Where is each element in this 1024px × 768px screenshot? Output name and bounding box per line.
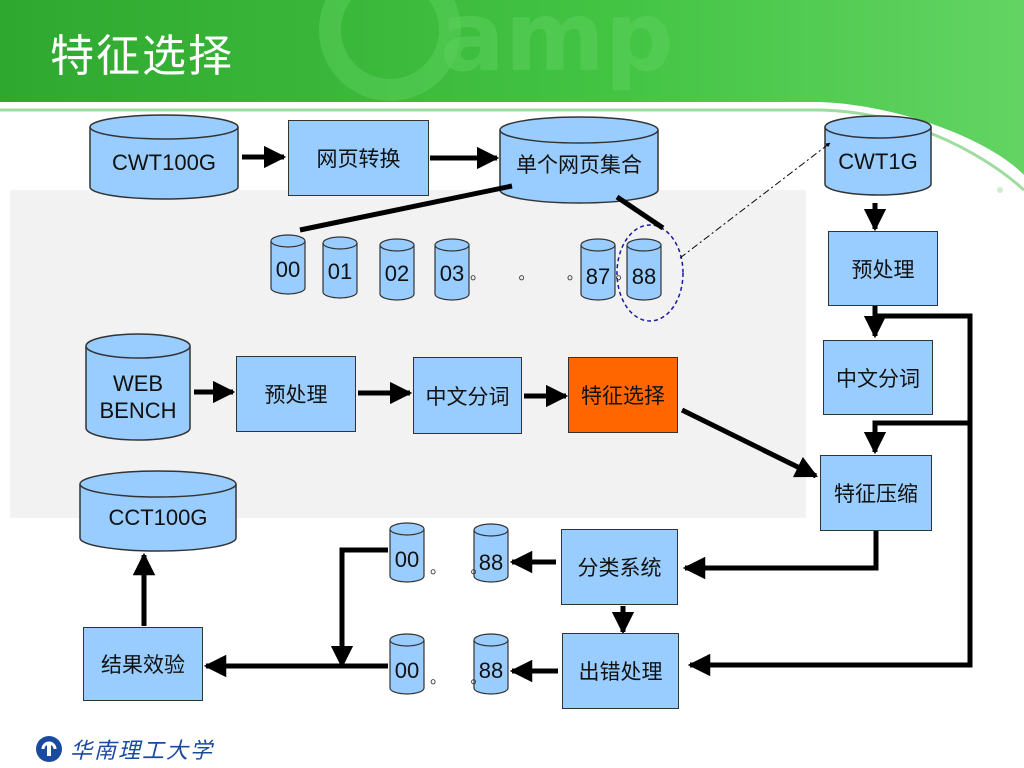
- single-page-set-cylinder: [499, 116, 659, 204]
- page-cylinder-label: 00: [275, 256, 301, 282]
- page-cylinder-label: 87: [585, 263, 611, 289]
- cwt1g-label: CWT1G: [838, 148, 918, 174]
- university-emblem-icon: [36, 736, 62, 762]
- header-banner: amp: [0, 0, 1024, 193]
- page-cylinder-label: 01: [327, 258, 353, 284]
- cct100g-cylinder: [79, 470, 237, 552]
- error-cylinder-label: 00: [394, 657, 420, 683]
- small-cylinders-classify: [389, 522, 509, 583]
- ellipsis-dots: 。 。: [430, 670, 497, 687]
- single-page-set-label: 单个网页集合: [516, 153, 642, 178]
- error-handle-box: 出错处理: [562, 633, 679, 709]
- result-verify-box: 结果效验: [83, 627, 203, 701]
- ellipsis-dots: 。 。 。 。: [470, 266, 646, 283]
- svg-text:amp: amp: [440, 0, 674, 93]
- cwt1g-cylinder: [824, 115, 932, 196]
- cwt100g-label: CWT100G: [112, 149, 216, 175]
- error-cylinder-label: 88: [478, 657, 504, 683]
- preprocess-box-right: 预处理: [828, 231, 938, 306]
- selection-ellipse: [616, 224, 684, 322]
- web-convert-box: 网页转换: [288, 120, 429, 196]
- cwt100g-cylinder: [89, 114, 239, 200]
- classify-cylinder-label: 00: [394, 546, 420, 572]
- webbench-label-line1: WEB: [112, 370, 164, 396]
- page-cylinder-label: 88: [631, 263, 657, 289]
- connectors: [132, 145, 973, 683]
- page-title: 特征选择: [50, 31, 234, 82]
- segment-box-left: 中文分词: [413, 357, 522, 434]
- small-cylinders-pages: [270, 234, 662, 301]
- classify-cylinder-label: 88: [478, 549, 504, 575]
- university-name: 华南理工大学: [70, 739, 215, 764]
- webbench-cylinder: [85, 333, 191, 441]
- segment-box-right: 中文分词: [823, 340, 933, 415]
- ellipsis-dots: 。 。: [430, 560, 497, 577]
- page-cylinder-label: 03: [439, 260, 465, 286]
- webbench-label-line2: BENCH: [99, 397, 177, 423]
- classify-box: 分类系统: [561, 529, 678, 605]
- page-cylinder-label: 02: [384, 260, 410, 286]
- cct100g-label: CCT100G: [108, 504, 208, 530]
- footer-logo: 华南理工大学: [34, 732, 214, 766]
- preprocess-box-left: 预处理: [236, 356, 356, 432]
- feature-compress-box: 特征压缩: [820, 455, 932, 531]
- dashdot-link: [679, 142, 831, 259]
- small-cylinders-error: [389, 633, 509, 695]
- feature-select-box: 特征选择: [568, 357, 678, 433]
